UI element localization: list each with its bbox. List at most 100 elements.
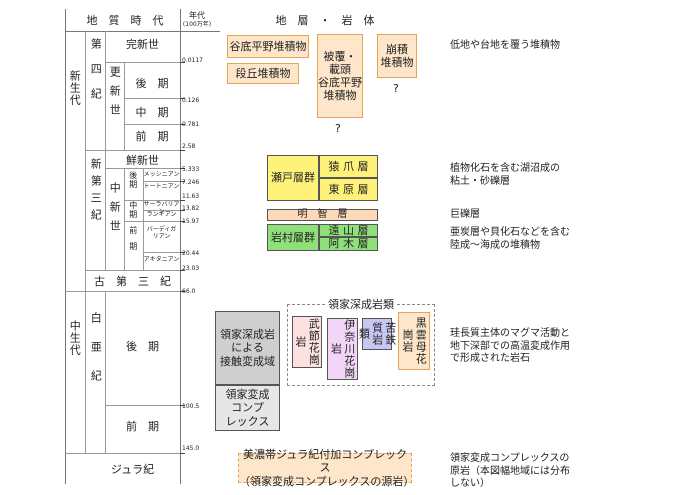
pleistocene-late: 後 期 (135, 77, 169, 90)
stage-messinian: メッシニアン (143, 171, 180, 178)
stage-aquitanian: アキタニアン (143, 256, 180, 263)
epoch-pliocene: 鮮新世 (126, 154, 159, 167)
note-quaternary: 低地や台地を覆う堆積物 (450, 40, 560, 51)
miocene-rule (124, 168, 125, 270)
neogene-rule (105, 150, 106, 270)
header-geologic-time: 地 質 時 代 (86, 14, 164, 27)
note-iwamura-group: 亜炭層や貝化石などを含む 陸成～海成の堆積物 (450, 227, 570, 251)
age-label-14: 145.0 (182, 445, 200, 452)
epoch-miocene: 中新世 (108, 182, 122, 239)
colluvium-uncertain-mark: ? (393, 82, 399, 95)
age-label-3: 0.781 (182, 121, 200, 128)
cretaceous-rule (105, 291, 106, 453)
age-tick-11 (180, 270, 185, 271)
unit-seto-group: 瀬戸層群 (267, 155, 319, 201)
rule-stage-3 (143, 210, 180, 211)
age-label-4: 2.58 (182, 143, 196, 150)
age-tick-12 (180, 291, 185, 292)
age-label-11: 23.03 (182, 265, 200, 272)
age-tick-13 (180, 405, 185, 406)
header-age-unit: (100万年) (182, 21, 212, 28)
unit-covered-alluvium: 被覆・ 載頭 谷底平野 堆積物 (317, 34, 363, 118)
rule-stage-5 (143, 252, 180, 253)
age-label-13: 100.5 (182, 403, 200, 410)
epoch-pleistocene: 更新世 (108, 66, 122, 123)
rule-miocene-middle-base (124, 221, 143, 222)
unit-busetsu-granite: 武節花崗岩 (292, 316, 322, 368)
period-cretaceous: 白亜紀 (89, 312, 103, 399)
frame-left (65, 9, 66, 484)
epoch-holocene: 完新世 (126, 38, 159, 51)
stage-serravallian: サーラバリアン (143, 201, 180, 215)
era-mesozoic: 中生代 (68, 320, 82, 356)
rule-late-middle (124, 98, 180, 99)
age-label-2: 0.126 (182, 97, 200, 104)
cretaceous-early: 前 期 (126, 420, 159, 433)
pleistocene-middle: 中 期 (135, 106, 169, 119)
unit-biotite-granite: 黒雲母花崗岩 (398, 312, 430, 370)
age-label-10: 20.44 (182, 250, 200, 257)
age-tick-2 (180, 98, 185, 99)
rule-cretaceous-late-base (105, 405, 180, 406)
period-quaternary: 第四紀 (89, 38, 103, 113)
age-label-8: 13.82 (182, 205, 200, 212)
age-tick-9 (180, 221, 185, 222)
unit-terrace: 段丘堆積物 (227, 63, 299, 84)
rule-stage-2 (143, 200, 180, 201)
rule-miocene-late-base (124, 200, 143, 201)
note-seto-group: 植物化石を含む湖沼成の 粘土・砂礫層 (450, 163, 560, 187)
stage-langhian: ランギアン (146, 211, 177, 218)
age-tick-1 (180, 62, 185, 63)
age-label-12: 66.0 (182, 288, 196, 295)
unit-sanage-formation: 猿 爪 層 (319, 155, 378, 178)
era-cenozoic: 新生代 (68, 70, 82, 106)
unit-mino-belt-complex: 美濃帯ジュラ紀付加コンプレックス （領家変成コンプレックスの源岩） (238, 448, 415, 488)
period-jurassic: ジュラ紀 (110, 463, 155, 476)
quaternary-rule (105, 31, 106, 150)
age-label-6: 7.246 (182, 179, 200, 186)
miocene-late: 後期 (128, 171, 138, 189)
miocene-sub-rule (143, 168, 144, 270)
header-rule (65, 31, 220, 32)
rule-stage-1 (143, 181, 180, 182)
unit-inagawa-granite: 伊奈川花崗岩 (327, 318, 358, 380)
period-neogene: 新第三紀 (89, 158, 103, 226)
cretaceous-base (65, 453, 180, 454)
pleistocene-early: 前 期 (135, 130, 169, 143)
unit-ryoke-complex: 領家変成 コンプ レックス (215, 385, 280, 431)
unit-mafic-rocks: 苦鉄質岩類 (357, 318, 397, 350)
age-tick-6 (180, 181, 185, 182)
age-tick-8 (180, 210, 185, 211)
cretaceous-late: 後 期 (126, 340, 159, 353)
age-tick-5 (180, 168, 185, 169)
unit-iwamura-group: 岩村層群 (267, 224, 319, 251)
unit-contact-metamorphic-zone: 領家深成岩 による 接触変成域 (215, 311, 280, 385)
era-column-rule (85, 31, 86, 453)
ryoke-plutonic-rocks-label: 領家深成岩類 (325, 298, 397, 312)
age-label-1: 0.0117 (182, 57, 203, 64)
pliocene-base (105, 168, 180, 169)
unit-colluvium: 崩積 堆積物 (377, 34, 417, 78)
holocene-base (105, 62, 180, 63)
miocene-middle: 中期 (128, 201, 138, 219)
age-label-5: 5.333 (182, 166, 200, 173)
pleistocene-rule (124, 62, 125, 150)
age-label-9: 15.97 (182, 218, 200, 225)
unit-akogi-formation: 阿 木 層 (319, 237, 378, 251)
age-tick-4 (180, 150, 185, 151)
unit-alluvium: 谷底平野堆積物 (227, 35, 309, 58)
covered-uncertain-mark: ? (335, 122, 341, 135)
rule-middle-early (124, 124, 180, 125)
note-ryoke: 珪長質主体のマグマ活動と 地下深部での高温変成作用 で形成された岩石 (450, 328, 570, 364)
frame-right (180, 9, 181, 484)
stage-burdigalian: バーディガリアン (146, 226, 177, 240)
unit-toyama-formation: 遠 山 層 (319, 224, 378, 237)
age-tick-14 (180, 453, 185, 454)
note-mino-belt: 領家変成コンプレックスの 原岩（本図幅地域には分布 しない） (450, 453, 570, 489)
rule-stage-4 (143, 221, 180, 222)
header-age: 年代 (189, 11, 205, 20)
miocene-early: 前期 (128, 226, 138, 258)
note-akechi-formation: 巨礫層 (450, 209, 480, 220)
unit-higashihara-formation: 東 原 層 (319, 178, 378, 201)
age-label-7: 11.63 (182, 193, 200, 200)
